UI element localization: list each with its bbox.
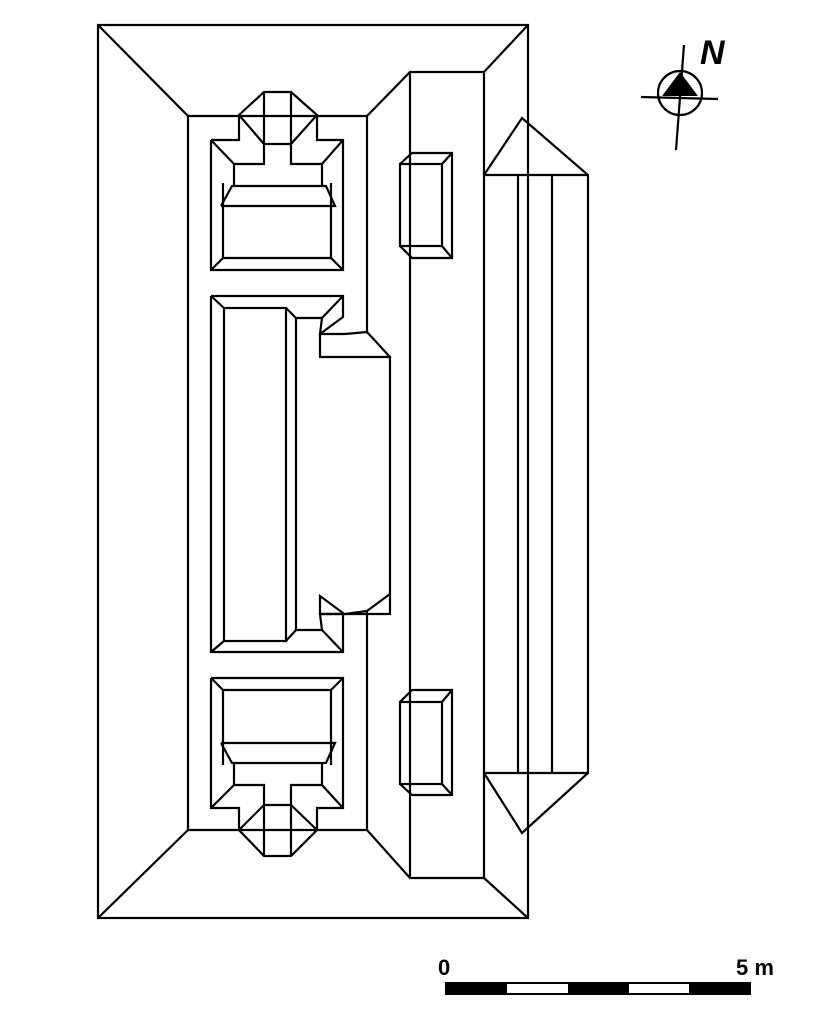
top-cross-chamber	[209, 90, 345, 272]
scale-start-label: 0	[438, 955, 450, 980]
corridor-block-top	[398, 151, 454, 260]
eastern-stair	[483, 116, 590, 835]
north-label: N	[700, 34, 726, 72]
central-sanctum	[209, 294, 392, 654]
scale-end-label: 5 m	[736, 955, 774, 980]
outer-platform	[96, 23, 530, 920]
north-arrow-icon: N	[640, 34, 726, 151]
bottom-cross-chamber	[209, 676, 345, 858]
scale-bar: 0 5 m	[438, 955, 774, 995]
inner-enclosure	[186, 70, 486, 880]
corridor-block-bottom	[398, 688, 454, 797]
